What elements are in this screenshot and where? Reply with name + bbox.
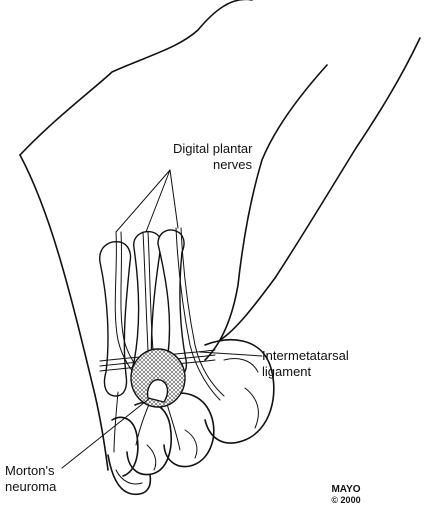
leader-lines: [62, 170, 262, 468]
label-intermetatarsal-line1: Intermetatarsal: [262, 348, 349, 363]
label-intermetatarsal-line2: ligament: [262, 364, 312, 379]
label-mortons-line2: neuroma: [5, 479, 57, 494]
credit-year: © 2000: [331, 495, 360, 505]
credit-mayo: MAYO: [331, 484, 360, 495]
mortons-neuroma-lesion: [131, 349, 185, 407]
label-digital-plantar-line2: nerves: [213, 157, 253, 172]
label-mortons-line1: Morton's: [5, 463, 55, 478]
label-digital-plantar-line1: Digital plantar: [173, 141, 253, 156]
